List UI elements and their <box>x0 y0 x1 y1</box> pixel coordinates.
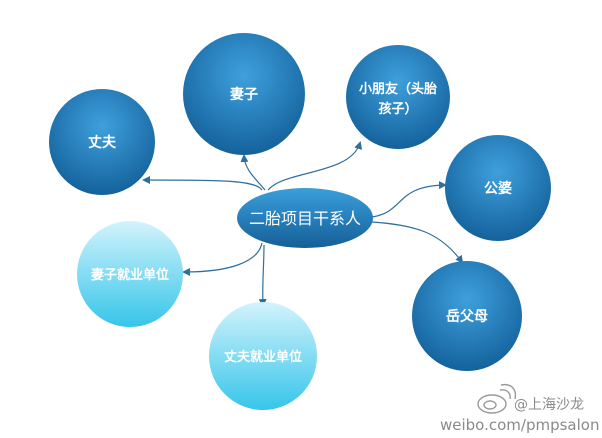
node-in-laws: 公婆 <box>445 135 551 241</box>
arrow-to-wife <box>240 154 266 191</box>
arrow-to-husband <box>142 176 263 191</box>
arrow-to-husband-employer <box>258 244 267 307</box>
watermark: @上海沙龙 weibo.com/pmpsalon <box>440 383 599 434</box>
arrow-to-in-laws <box>371 181 447 218</box>
arrow-to-child <box>267 141 363 191</box>
node-husband: 丈夫 <box>49 89 155 195</box>
arrow-to-wife-parents <box>371 221 464 264</box>
weibo-logo-icon <box>477 383 517 414</box>
connectors <box>142 141 464 307</box>
node-husband-employer: 丈夫就业单位 <box>209 302 317 410</box>
watermark-url: weibo.com/pmpsalon <box>440 416 599 434</box>
center-node: 二胎项目干系人 <box>237 188 373 248</box>
node-wife-employer: 妻子就业单位 <box>77 221 183 327</box>
node-child-label-line2: 孩子） <box>378 101 417 117</box>
node-husband-label: 丈夫 <box>88 134 117 151</box>
node-child-label-line1: 小朋友（头胎 <box>359 81 437 97</box>
center-node-label: 二胎项目干系人 <box>249 209 361 228</box>
node-wife-parents: 岳父母 <box>412 261 522 371</box>
node-in-laws-label: 公婆 <box>484 180 512 197</box>
node-wife-employer-label: 妻子就业单位 <box>91 267 169 283</box>
node-husband-employer-label: 丈夫就业单位 <box>224 349 302 365</box>
node-wife-parents-label: 岳父母 <box>446 308 488 325</box>
node-child: 小朋友（头胎 孩子） <box>346 45 450 149</box>
arrow-to-wife-employer <box>182 242 263 276</box>
node-wife-label: 妻子 <box>230 86 258 103</box>
watermark-handle: @上海沙龙 <box>514 397 584 413</box>
node-wife: 妻子 <box>183 33 305 155</box>
